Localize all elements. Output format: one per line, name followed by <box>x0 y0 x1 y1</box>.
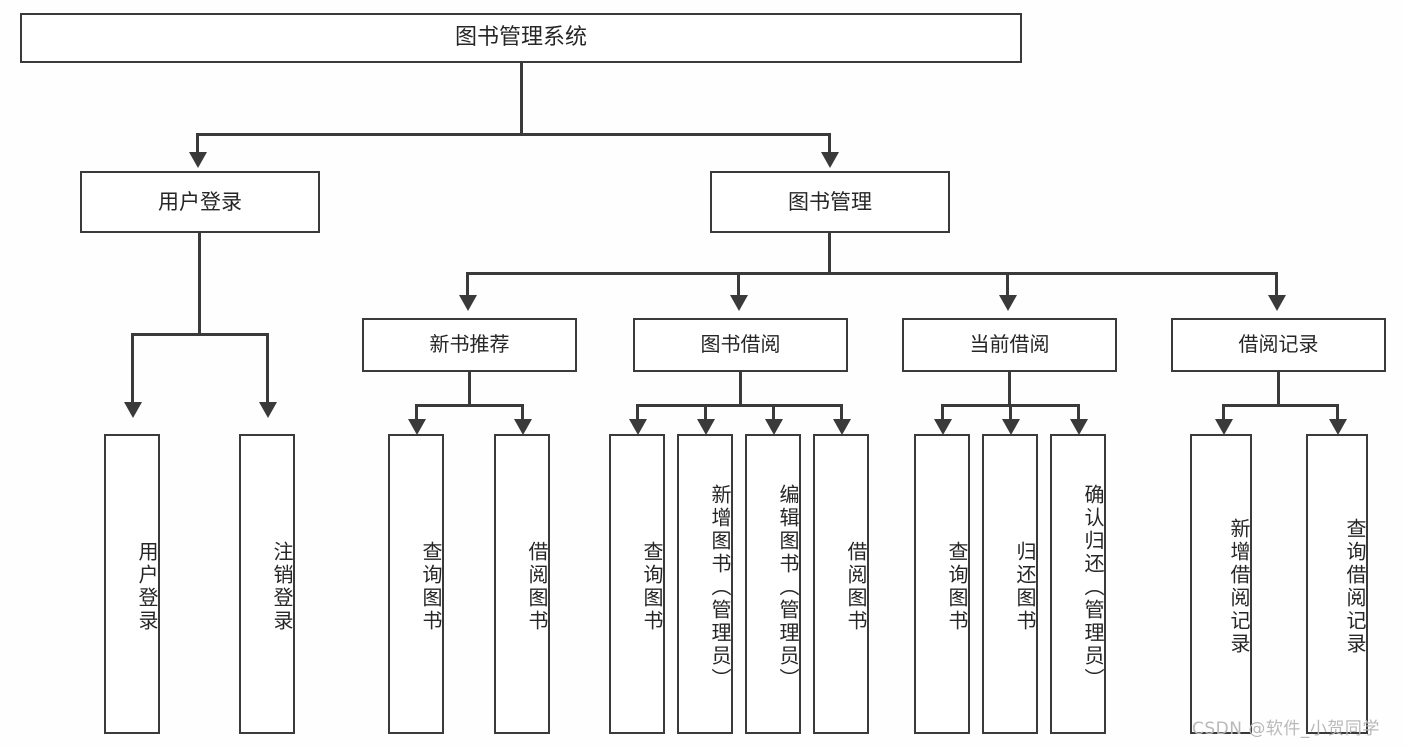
arrowhead-current-to-confirm <box>1070 419 1088 435</box>
arrowhead-user-login-to-logout <box>259 402 277 418</box>
node-book-borrow[interactable]: 图书借阅 <box>633 318 848 372</box>
connector-root-stem <box>520 63 523 135</box>
leaf-recommend-query-book[interactable]: 查询图书 <box>388 434 444 734</box>
connector-root-to-user-login <box>196 133 199 155</box>
connector-record-to-query <box>1336 404 1339 422</box>
leaf-user-logout[interactable]: 注销登录 <box>239 434 295 734</box>
arrowhead-recommend-to-query <box>408 419 426 435</box>
connector-current-to-confirm <box>1077 404 1080 422</box>
connector-root-to-book-manage <box>828 133 831 155</box>
leaf-borrow-edit-book-admin[interactable]: 编辑图书（管理员） <box>745 434 801 734</box>
arrowhead-borrow-to-add <box>697 419 715 435</box>
leaf-recommend-borrow-book[interactable]: 借阅图书 <box>494 434 550 734</box>
connector-user-login-stem <box>198 233 201 335</box>
connector-current-to-query <box>941 404 944 422</box>
connector-book-manage-to-recommend <box>466 272 469 298</box>
leaf-record-query-record[interactable]: 查询借阅记录 <box>1306 434 1368 734</box>
arrowhead-root-to-user-login <box>189 152 207 168</box>
connector-book-manage-to-record <box>1275 272 1278 298</box>
arrowhead-current-to-return <box>1002 419 1020 435</box>
arrowhead-borrow-to-lend <box>833 419 851 435</box>
connector-root-bar <box>196 133 830 136</box>
connector-borrow-to-add <box>704 404 707 422</box>
arrowhead-record-to-query <box>1329 419 1347 435</box>
leaf-borrow-query-book[interactable]: 查询图书 <box>609 434 665 734</box>
node-book-management[interactable]: 图书管理 <box>710 171 950 233</box>
connector-record-to-add <box>1222 404 1225 422</box>
arrowhead-borrow-to-query <box>629 419 647 435</box>
arrowhead-current-to-query <box>934 419 952 435</box>
connector-book-manage-bar <box>466 272 1278 275</box>
connector-recommend-to-query <box>415 404 418 422</box>
leaf-borrow-add-book-admin[interactable]: 新增图书（管理员） <box>677 434 733 734</box>
node-new-book-recommend[interactable]: 新书推荐 <box>362 318 577 372</box>
arrowhead-recommend-to-borrow <box>514 419 532 435</box>
connector-borrow-bar <box>636 404 843 407</box>
connector-recommend-bar <box>415 404 523 407</box>
leaf-current-query-book[interactable]: 查询图书 <box>914 434 970 734</box>
arrowhead-book-manage-to-recommend <box>459 295 477 311</box>
connector-borrow-stem <box>739 372 742 406</box>
connector-user-login-to-logout <box>266 333 269 405</box>
connector-recommend-to-borrow <box>521 404 524 422</box>
arrowhead-borrow-to-edit <box>765 419 783 435</box>
connector-borrow-to-lend <box>840 404 843 422</box>
connector-current-stem <box>1008 372 1011 406</box>
node-user-login[interactable]: 用户登录 <box>80 171 320 233</box>
connector-book-manage-to-borrow <box>737 272 740 298</box>
leaf-user-login[interactable]: 用户登录 <box>104 434 160 734</box>
connector-book-manage-to-current <box>1006 272 1009 298</box>
leaf-current-return-book[interactable]: 归还图书 <box>982 434 1038 734</box>
connector-current-to-return <box>1009 404 1012 422</box>
arrowhead-book-manage-to-record <box>1268 295 1286 311</box>
connector-record-stem <box>1277 372 1280 406</box>
leaf-record-add-record[interactable]: 新增借阅记录 <box>1190 434 1252 734</box>
connector-book-manage-stem <box>828 233 831 274</box>
node-borrow-record[interactable]: 借阅记录 <box>1171 318 1386 372</box>
connector-user-login-bar <box>131 333 269 336</box>
node-root-system[interactable]: 图书管理系统 <box>20 13 1022 63</box>
connector-borrow-to-edit <box>772 404 775 422</box>
connector-user-login-to-login <box>131 333 134 405</box>
node-current-borrow[interactable]: 当前借阅 <box>902 318 1117 372</box>
connector-borrow-to-query <box>636 404 639 422</box>
arrowhead-book-manage-to-current <box>999 295 1017 311</box>
csdn-watermark: CSDN @软件_小贺同学 <box>1192 719 1380 739</box>
connector-record-bar <box>1222 404 1338 407</box>
arrowhead-record-to-add <box>1215 419 1233 435</box>
arrowhead-user-login-to-login <box>124 402 142 418</box>
leaf-borrow-lend-book[interactable]: 借阅图书 <box>813 434 869 734</box>
arrowhead-root-to-book-manage <box>821 152 839 168</box>
leaf-current-confirm-return-admin[interactable]: 确认归还（管理员） <box>1050 434 1106 734</box>
connector-recommend-stem <box>468 372 471 406</box>
arrowhead-book-manage-to-borrow <box>730 295 748 311</box>
